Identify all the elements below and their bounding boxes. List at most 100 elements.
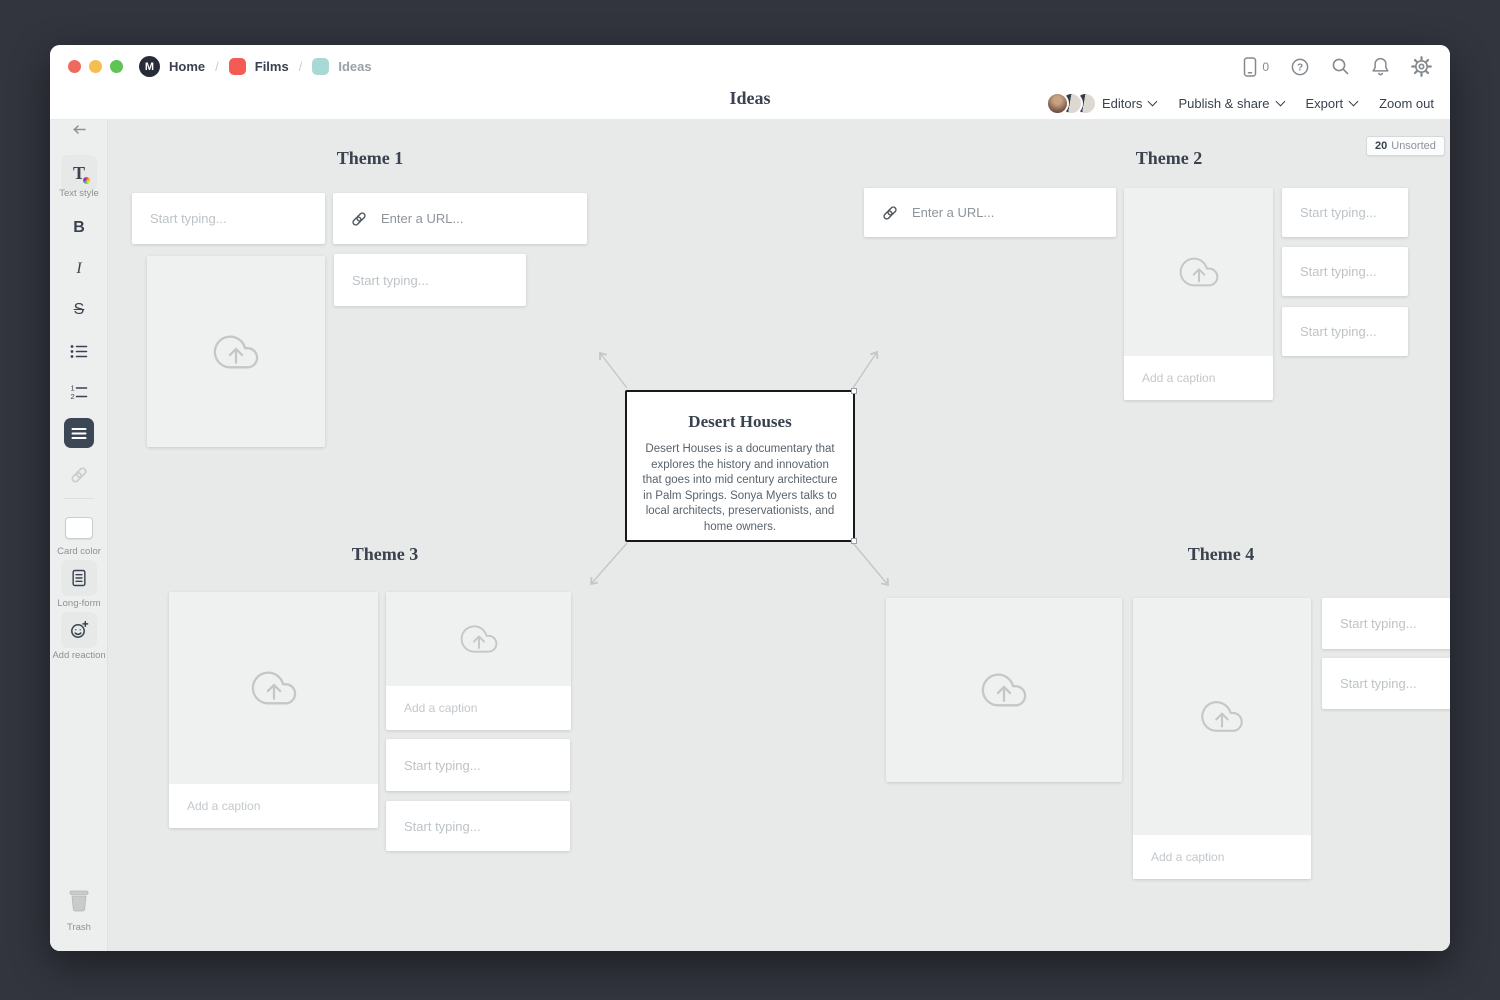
app-logo-icon[interactable]: M [139, 56, 160, 77]
card-color-label: Card color [57, 546, 101, 557]
resize-handle[interactable] [851, 538, 857, 544]
link-icon [883, 205, 897, 220]
note-card-tool-selected[interactable] [50, 418, 108, 448]
back-arrow-icon [73, 125, 86, 134]
device-count: 0 [1262, 59, 1269, 74]
breadcrumb-films[interactable]: Films [254, 59, 289, 74]
top-bar: M Home / Films / Ideas 0 ? [50, 45, 1450, 88]
editors-label: Editors [1101, 96, 1143, 111]
text-card[interactable]: Start typing... [386, 801, 570, 851]
color-wheel-icon [83, 177, 90, 184]
editors-menu[interactable]: Editors [1045, 92, 1158, 115]
text-card[interactable]: Start typing... [1282, 307, 1408, 356]
unsorted-badge[interactable]: 20 Unsorted [1366, 136, 1445, 156]
image-upload-card[interactable] [147, 256, 325, 447]
cloud-upload-icon [981, 673, 1027, 707]
text-card[interactable]: Start typing... [132, 193, 325, 244]
trash-button[interactable] [50, 888, 108, 913]
text-placeholder: Start typing... [1300, 324, 1377, 339]
svg-text:2: 2 [71, 392, 75, 400]
cloud-upload-icon [251, 671, 296, 705]
app-window: M Home / Films / Ideas 0 ? [50, 45, 1450, 951]
card-color-button[interactable] [50, 517, 108, 539]
text-card[interactable]: Start typing... [334, 254, 526, 306]
text-placeholder: Start typing... [150, 211, 227, 226]
theme-3-title[interactable]: Theme 3 [351, 544, 419, 564]
minimize-window-button[interactable] [89, 60, 102, 73]
image-upload-card[interactable]: Add a caption [169, 592, 378, 828]
sidebar-divider [64, 498, 94, 499]
long-form-button[interactable] [50, 560, 108, 596]
long-form-label: Long-form [57, 598, 101, 609]
help-icon[interactable]: ? [1290, 57, 1310, 77]
films-board-icon[interactable] [228, 58, 246, 75]
text-card[interactable]: Start typing... [1282, 188, 1408, 237]
text-card[interactable]: Start typing... [1282, 247, 1408, 296]
text-card[interactable]: Start typing... [1322, 598, 1450, 649]
text-placeholder: Start typing... [1340, 616, 1417, 631]
export-menu[interactable]: Export [1305, 96, 1359, 111]
url-placeholder: Enter a URL... [381, 211, 464, 226]
zoom-out-button[interactable]: Zoom out [1379, 96, 1434, 111]
trash-label: Trash [67, 922, 91, 933]
close-window-button[interactable] [68, 60, 81, 73]
settings-gear-icon[interactable] [1411, 56, 1432, 77]
theme-2-title[interactable]: Theme 2 [1135, 148, 1203, 168]
center-note-card-selected[interactable]: Desert Houses Desert Houses is a documen… [625, 388, 857, 544]
svg-text:?: ? [1297, 62, 1303, 73]
chevron-down-icon [1275, 96, 1285, 107]
image-upload-card[interactable]: Add a caption [1124, 188, 1273, 400]
caption-field[interactable]: Add a caption [169, 784, 378, 828]
image-upload-card[interactable] [886, 598, 1122, 782]
text-card[interactable]: Start typing... [386, 739, 570, 791]
resize-handle[interactable] [851, 388, 857, 394]
bold-button[interactable]: B [50, 219, 108, 237]
breadcrumb-ideas[interactable]: Ideas [338, 59, 372, 74]
caption-field[interactable]: Add a caption [386, 686, 571, 730]
caption-placeholder: Add a caption [404, 701, 478, 715]
strikethrough-button[interactable]: S [50, 301, 108, 319]
notifications-bell-icon[interactable] [1371, 56, 1390, 77]
export-label: Export [1305, 96, 1344, 111]
text-placeholder: Start typing... [1300, 205, 1377, 220]
search-icon[interactable] [1331, 57, 1350, 76]
theme-4-title[interactable]: Theme 4 [1187, 544, 1255, 564]
document-icon [72, 569, 86, 587]
chevron-down-icon [1348, 96, 1359, 107]
text-placeholder: Start typing... [404, 818, 481, 834]
editing-sidebar: T Text style B I S 1 [50, 120, 108, 951]
italic-button[interactable]: I [50, 260, 108, 278]
collapse-sidebar-button[interactable] [50, 123, 108, 136]
svg-text:1: 1 [71, 384, 75, 393]
unsorted-label: Unsorted [1391, 140, 1436, 152]
zoom-out-label: Zoom out [1379, 96, 1434, 111]
image-upload-card[interactable]: Add a caption [1133, 598, 1311, 879]
breadcrumb: M Home / Films / Ideas [139, 56, 372, 77]
ideas-board-icon[interactable] [312, 58, 330, 75]
maximize-window-button[interactable] [110, 60, 123, 73]
mobile-device-icon[interactable]: 0 [1242, 56, 1269, 78]
bullet-list-button[interactable] [50, 344, 108, 359]
cloud-upload-icon [1201, 701, 1243, 732]
cloud-upload-icon [1179, 257, 1218, 287]
caption-field[interactable]: Add a caption [1124, 356, 1273, 400]
cloud-upload-icon [460, 625, 497, 653]
theme-1-title[interactable]: Theme 1 [336, 148, 404, 168]
cloud-upload-icon [213, 335, 259, 368]
caption-field[interactable]: Add a caption [1133, 835, 1311, 879]
numbered-list-button[interactable]: 1 2 [50, 384, 108, 400]
publish-share-label: Publish & share [1178, 96, 1270, 111]
board-canvas[interactable]: 20 Unsorted Theme 1 Theme 2 Theme 3 Them… [108, 120, 1450, 951]
image-upload-card[interactable]: Add a caption [386, 592, 571, 730]
link-icon [71, 467, 87, 483]
note-body: Desert Houses is a documentary that expl… [642, 443, 838, 533]
link-card[interactable]: Enter a URL... [333, 193, 587, 244]
add-reaction-button[interactable] [50, 612, 108, 648]
breadcrumb-home[interactable]: Home [169, 59, 206, 74]
caption-placeholder: Add a caption [1142, 371, 1216, 385]
link-card[interactable]: Enter a URL... [864, 188, 1116, 237]
text-style-button[interactable]: T [50, 155, 108, 191]
publish-share-menu[interactable]: Publish & share [1178, 96, 1285, 111]
text-style-label: Text style [59, 188, 99, 199]
text-card[interactable]: Start typing... [1322, 658, 1450, 709]
